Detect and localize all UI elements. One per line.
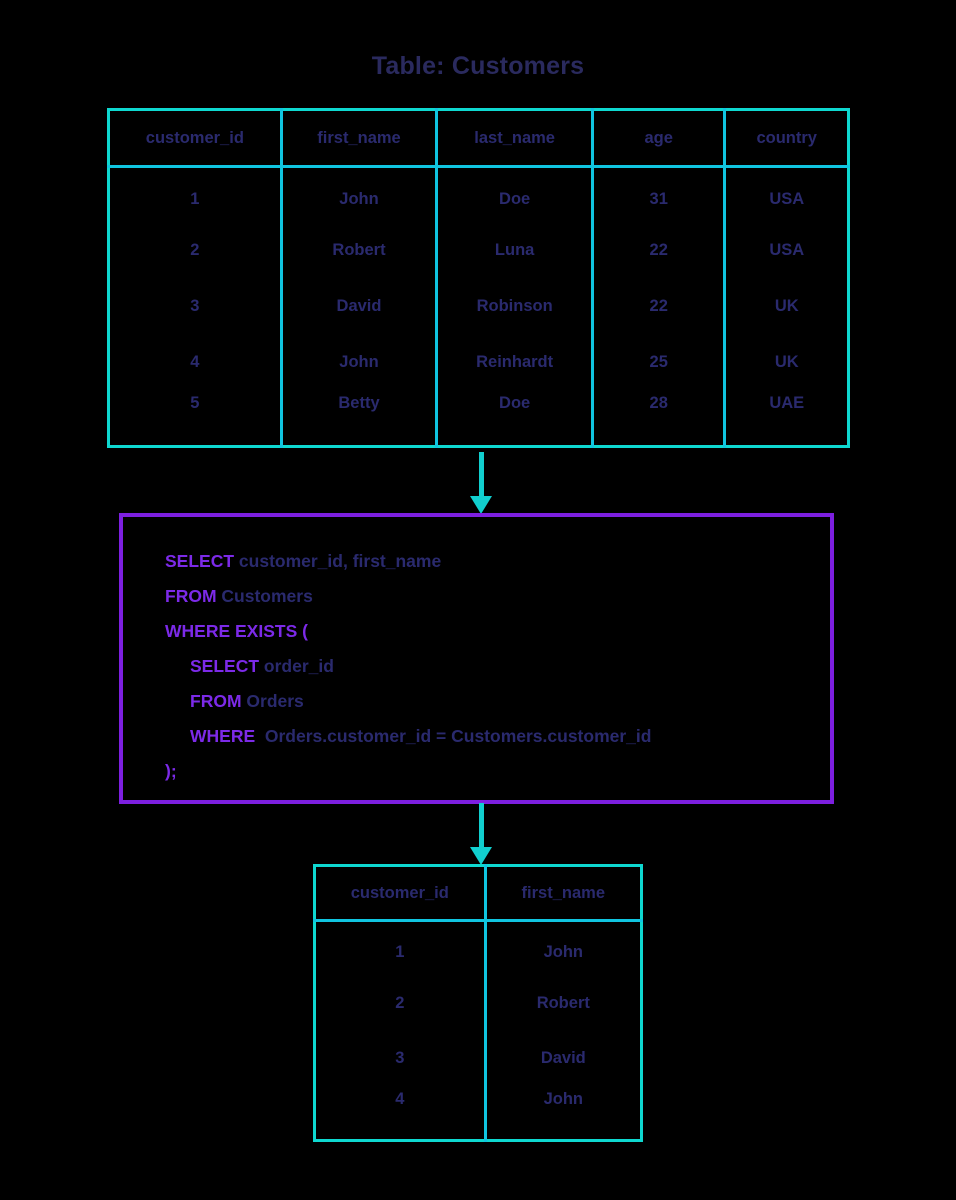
sql-line-0: SELECT customer_id, first_name xyxy=(165,544,651,579)
cell-customer_id: 4 xyxy=(108,334,283,391)
column-header-country: country xyxy=(724,109,849,168)
cell-last_name: Doe xyxy=(436,166,594,223)
sql-keyword: WHERE EXISTS ( xyxy=(165,621,308,641)
cell-country: UK xyxy=(774,297,799,315)
sql-line-4: FROM Orders xyxy=(165,684,651,719)
cell-last_name: Reinhardt xyxy=(436,334,594,391)
cell-age: 28 xyxy=(592,390,727,447)
cell-age: 25 xyxy=(592,334,727,391)
cell-country: UK xyxy=(774,353,799,371)
table-row: 2 Robert xyxy=(314,975,642,1031)
column-header-age: age xyxy=(592,109,727,168)
cell-age: 31 xyxy=(592,166,727,223)
table-row: 4 John xyxy=(314,1085,642,1141)
cell-first_name: Betty xyxy=(281,390,439,447)
cell-customer_id: 2 xyxy=(314,975,487,1031)
sql-keyword: FROM xyxy=(165,586,217,606)
column-header-customer_id: customer_id xyxy=(108,109,283,168)
column-header-first_name: first_name xyxy=(485,865,642,922)
arrow-head xyxy=(470,496,492,514)
sql-keyword: SELECT xyxy=(190,656,260,676)
cell-first_name: Robert xyxy=(536,993,590,1012)
cell-age: 22 xyxy=(592,278,727,335)
cell-customer_id: 1 xyxy=(108,166,283,223)
cell-customer_id: 3 xyxy=(108,278,283,335)
cell-first_name: David xyxy=(540,1048,586,1067)
cell-first_name: John xyxy=(281,334,439,391)
arrow-stem xyxy=(479,452,484,498)
cell-customer_id: 1 xyxy=(314,920,487,976)
cell-age: 22 xyxy=(592,222,727,279)
arrow-table-to-query-icon xyxy=(466,452,496,514)
page-title: Table: Customers xyxy=(371,52,585,80)
sql-identifier: customer_id, first_name xyxy=(234,551,442,571)
column-header-customer_id: customer_id xyxy=(314,865,487,922)
cell-last_name: Doe xyxy=(436,390,594,447)
sql-line-1: FROM Customers xyxy=(165,579,651,614)
cell-first_name: John xyxy=(543,1089,583,1108)
sql-line-6: ); xyxy=(165,754,651,789)
table-row: 3 David xyxy=(314,1030,642,1086)
column-header-last_name: last_name xyxy=(436,109,594,168)
cell-first_name: John xyxy=(543,943,583,962)
cell-customer_id: 4 xyxy=(314,1085,487,1141)
cell-customer_id: 5 xyxy=(108,390,283,447)
sql-identifier: Orders.customer_id = Customers.customer_… xyxy=(255,726,652,746)
cell-country: UAE xyxy=(769,394,805,413)
arrow-query-to-result-icon xyxy=(466,803,496,865)
column-header-first_name: first_name xyxy=(281,109,439,168)
cell-last_name: Robinson xyxy=(436,278,594,335)
arrow-stem xyxy=(479,803,484,849)
table-row: 1 John xyxy=(314,920,642,976)
sql-line-2: WHERE EXISTS ( xyxy=(165,614,651,649)
cell-first_name: David xyxy=(281,278,439,335)
cell-first_name: Robert xyxy=(281,222,439,279)
sql-keyword: SELECT xyxy=(165,551,235,571)
cell-country: USA xyxy=(769,241,805,259)
cell-customer_id: 2 xyxy=(108,222,283,279)
cell-first_name: John xyxy=(281,166,439,223)
cell-country: USA xyxy=(769,189,805,208)
sql-keyword: FROM xyxy=(190,691,242,711)
sql-keyword: WHERE xyxy=(190,726,256,746)
sql-line-5: WHERE Orders.customer_id = Customers.cus… xyxy=(165,719,651,754)
sql-identifier: Orders xyxy=(241,691,304,711)
arrow-head xyxy=(470,847,492,865)
sql-identifier: order_id xyxy=(259,656,334,676)
cell-customer_id: 3 xyxy=(314,1030,487,1086)
cell-last_name: Luna xyxy=(436,222,594,279)
sql-line-3: SELECT order_id xyxy=(165,649,651,684)
sql-keyword: ); xyxy=(165,761,177,781)
sql-identifier: Customers xyxy=(216,586,313,606)
